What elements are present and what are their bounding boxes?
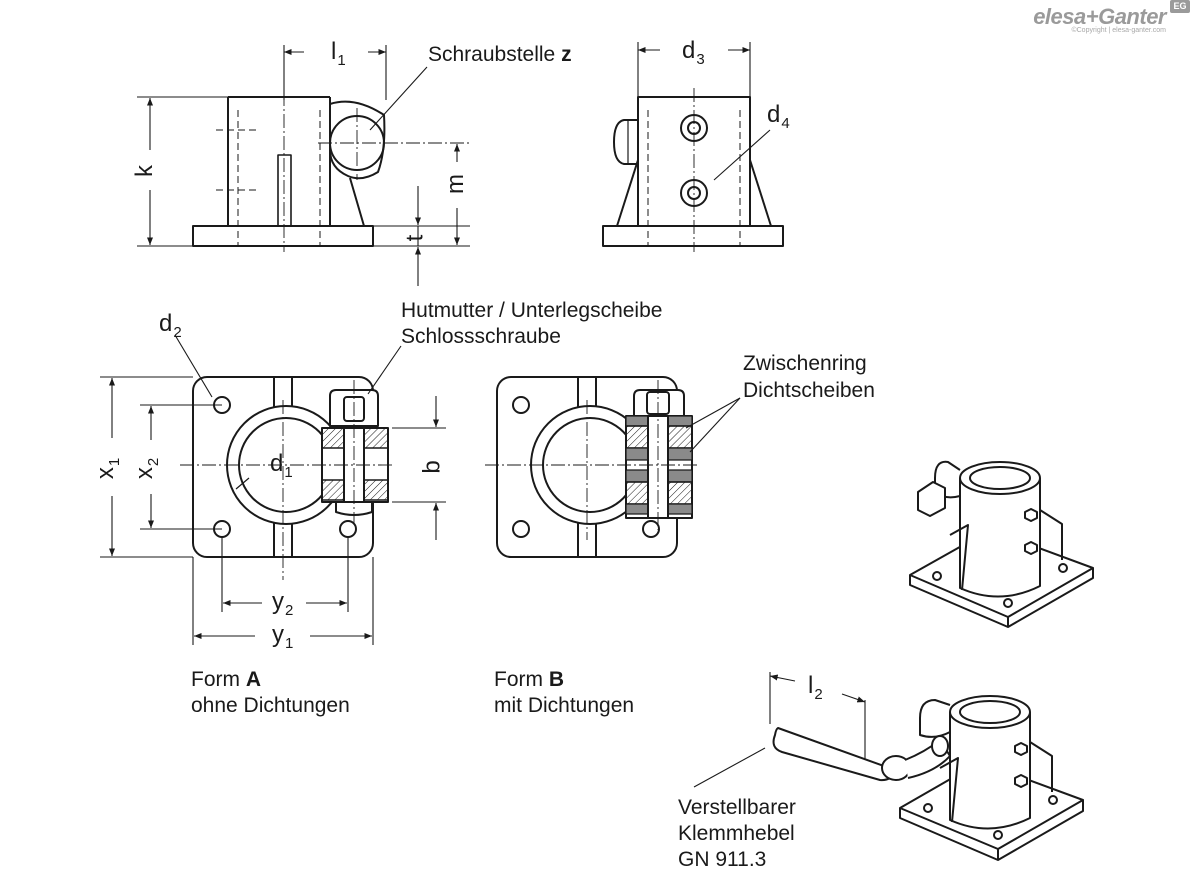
dim-d3: d3 (682, 37, 705, 69)
dim-x2: x2 (131, 457, 163, 480)
top-view-form-b (485, 376, 700, 558)
label-schlossschraube: Schlossschraube (401, 325, 561, 348)
brand-logo: elesa+Ganter ©Copyright | elesa-ganter.c… (1033, 4, 1166, 34)
dim-t: t (401, 234, 429, 242)
iso-view-clamp (909, 460, 1094, 628)
label-hutmutter: Hutmutter / Unterlegscheibe (401, 299, 663, 322)
dim-x1: x1 (92, 457, 124, 480)
front-view (602, 88, 784, 252)
label-klemmhebel: Klemmhebel (678, 822, 795, 845)
dim-k: k (131, 165, 158, 177)
dim-b: b (418, 460, 446, 474)
brand-name: elesa+Ganter (1033, 4, 1166, 29)
label-verstellbarer: Verstellbarer (678, 796, 796, 819)
dim-y2: y2 (272, 588, 294, 620)
side-view-dimensions (137, 45, 470, 286)
dim-y1: y1 (272, 621, 294, 653)
dim-d2: d2 (159, 310, 182, 342)
label-form-a-desc: ohne Dichtungen (191, 694, 350, 717)
lever-dimensions (693, 672, 866, 788)
iso-view-lever (772, 695, 1084, 861)
form-a-dimensions (100, 334, 446, 645)
label-form-a: Form A (191, 668, 262, 691)
side-view (192, 70, 470, 252)
label-form-b: Form B (494, 668, 565, 691)
top-view-form-a (180, 376, 395, 580)
label-schraubstelle: Schraubstelle z (428, 43, 572, 66)
dim-l1: l1 (331, 38, 346, 70)
label-zwischenring: Zwischenring (743, 352, 867, 375)
dim-l2: l2 (808, 672, 823, 704)
brand-badge: EG (1170, 0, 1190, 13)
form-b-leaders (685, 397, 741, 453)
dim-m: m (442, 174, 469, 194)
dim-d1: d1 (270, 450, 293, 482)
label-form-b-desc: mit Dichtungen (494, 694, 635, 717)
brand-copyright: ©Copyright | elesa-ganter.com (1071, 27, 1166, 34)
front-view-dimensions (637, 42, 771, 181)
dim-d4: d4 (767, 101, 790, 133)
label-dichtscheiben: Dichtscheiben (743, 379, 875, 402)
label-gn: GN 911.3 (678, 848, 767, 871)
